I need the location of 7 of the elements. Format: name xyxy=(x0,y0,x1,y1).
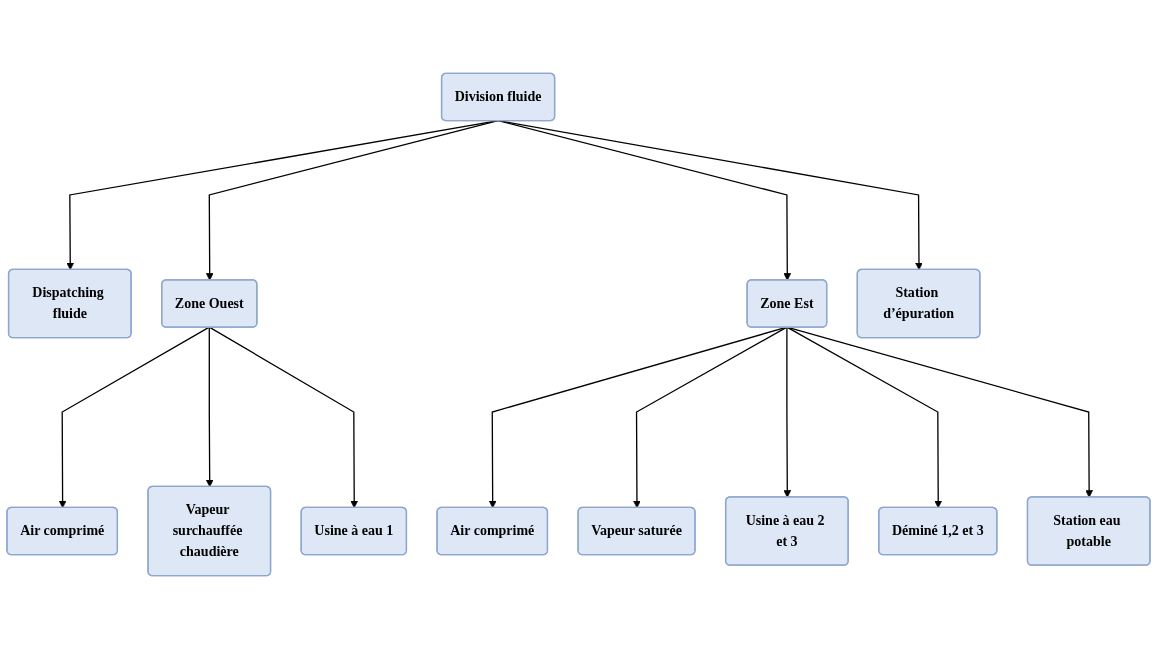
arrow xyxy=(783,326,792,498)
arrow xyxy=(488,326,788,509)
arrow xyxy=(205,326,214,488)
arrow xyxy=(786,326,943,509)
arrow xyxy=(208,326,359,509)
arrow xyxy=(58,326,210,509)
arrow xyxy=(633,326,788,509)
